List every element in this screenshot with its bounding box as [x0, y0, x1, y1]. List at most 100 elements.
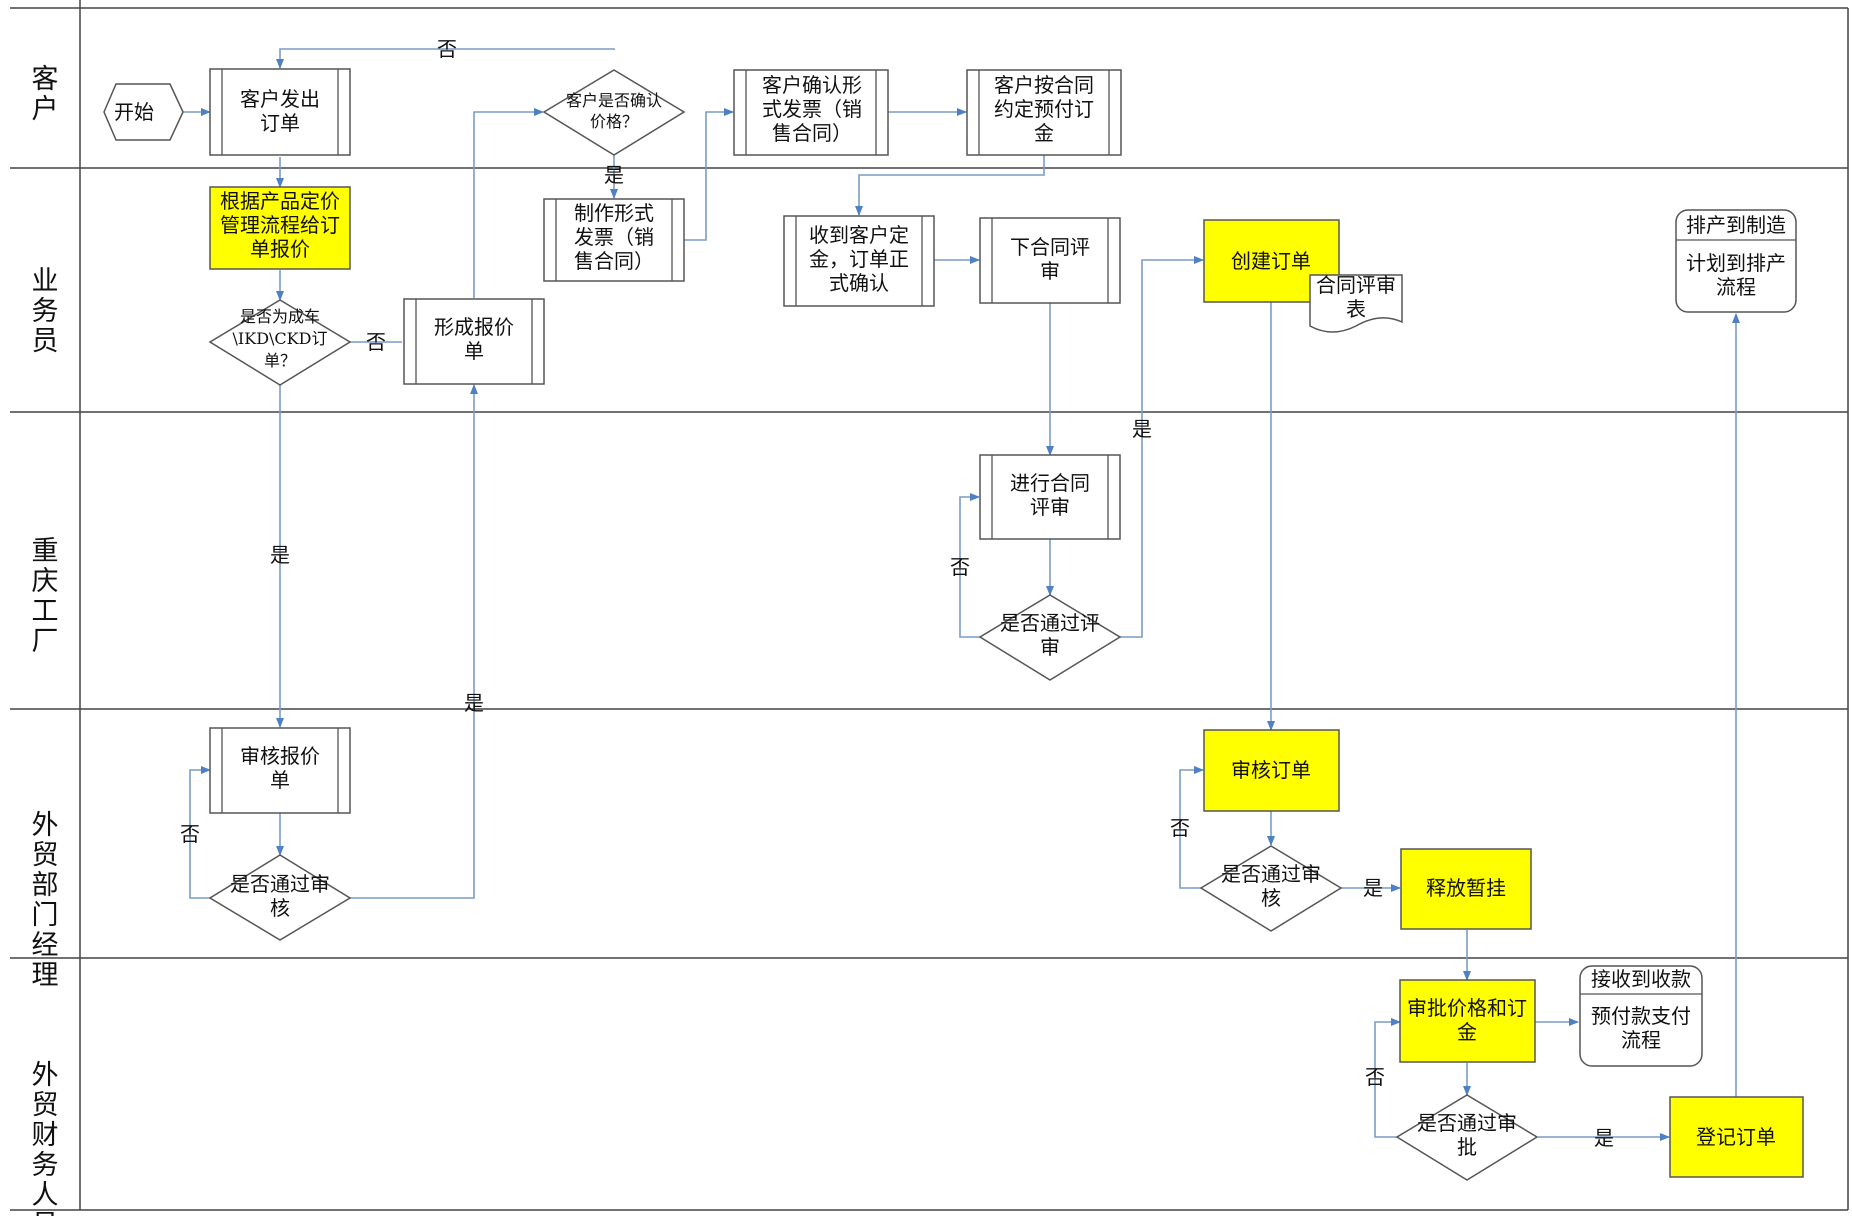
contract-review-issue-node [979, 217, 1121, 304]
is-ckd-label: 是否为成车\IKD\CKD订单？ [233, 307, 328, 370]
register-order-node [1669, 1096, 1804, 1178]
receive-payment-node [1579, 965, 1703, 1067]
lane-title-salesperson-line: 业 [32, 266, 59, 297]
review-quote-label-line: 单 [270, 768, 290, 792]
quote-by-pricing-label-line: 管理流程给订 [220, 213, 340, 237]
edge-label-yes-is-ckd: 是 [270, 543, 290, 567]
review-passed-decision [978, 594, 1122, 681]
lane-title-customer-line: 客 [32, 64, 59, 95]
lane-title-trade-finance-line: 财 [32, 1120, 59, 1151]
lane-title-trade-finance-line: 人 [32, 1180, 59, 1211]
edge-label-no-review-passed: 否 [950, 555, 970, 579]
lane-title-chongqing-factory: 重庆工厂 [32, 536, 59, 657]
edge-label-no-approval-passed: 否 [1365, 1065, 1385, 1089]
approval-passed-decision [1395, 1094, 1539, 1181]
is-ckd-decision [208, 299, 352, 386]
quote-by-pricing-label-line: 单报价 [250, 237, 310, 261]
approval-passed-label: 是否通过审批 [1417, 1111, 1517, 1159]
is-ckd-label-line: \IKD\CKD订 [233, 329, 328, 348]
lane-title-trade-finance: 外贸财务人员 [32, 1060, 59, 1216]
customer-order-label: 客户发出订单 [240, 87, 320, 135]
edge-label-no-confirm-price: 否 [437, 37, 457, 61]
order-passed-decision [1199, 845, 1343, 932]
do-contract-review-node [979, 454, 1121, 540]
quote-passed-label-line: 核 [270, 896, 290, 920]
quote-passed-label-line: 是否通过审 [230, 872, 330, 896]
lane-title-salesperson-line: 员 [32, 326, 59, 357]
lane-title-trade-finance-line: 贸 [32, 1090, 59, 1121]
receive-payment-body-label-line: 预付款支付 [1591, 1004, 1691, 1028]
customer-order-node [209, 68, 351, 156]
create-order-label-line: 创建订单 [1231, 249, 1311, 273]
review-quote-label-line: 审核报价 [240, 744, 320, 768]
lane-title-trade-manager-line: 部 [32, 870, 59, 901]
customer-prepay-label-line: 客户按合同 [994, 73, 1094, 97]
customer-prepay-label: 客户按合同约定预付订金 [994, 73, 1094, 145]
lane-title-trade-manager-line: 经 [32, 930, 59, 961]
confirm-price-label: 客户是否确认价格？ [566, 91, 662, 131]
confirm-price-label-line: 价格？ [590, 112, 638, 131]
lane-title-trade-finance-line: 员 [32, 1210, 59, 1216]
customer-confirm-invoice-label-line: 式发票（销 [762, 97, 862, 121]
start-label-line: 开始 [114, 100, 154, 124]
make-invoice-label-line: 售合同） [574, 249, 654, 273]
lane-title-trade-finance-line: 务 [32, 1150, 59, 1181]
review-passed-label: 是否通过评审 [1000, 611, 1100, 659]
schedule-body-label-line: 计划到排产 [1686, 251, 1786, 275]
contract-review-issue-label-line: 审 [1040, 259, 1060, 283]
make-invoice-node [543, 198, 685, 282]
is-ckd-label-line: 是否为成车 [240, 307, 320, 326]
lane-title-chongqing-factory-line: 庆 [32, 566, 59, 597]
order-passed-label-line: 核 [1261, 886, 1281, 910]
release-hold-label-line: 释放暂挂 [1426, 876, 1506, 900]
form-quote-label-line: 形成报价 [434, 315, 514, 339]
review-order-label: 审核订单 [1231, 758, 1311, 782]
start-node [103, 83, 184, 141]
receive-deposit-label-line: 金，订单正 [809, 247, 909, 271]
review-passed-label-line: 是否通过评 [1000, 611, 1100, 635]
receive-deposit-label-line: 收到客户定 [809, 223, 909, 247]
review-passed-label-line: 审 [1040, 635, 1060, 659]
edge-label-yes-review-passed: 是 [1132, 417, 1152, 441]
receive-payment-body-label-line: 流程 [1621, 1028, 1661, 1052]
register-order-label: 登记订单 [1696, 1125, 1776, 1149]
order-passed-label: 是否通过审核 [1221, 862, 1321, 910]
contract-review-issue-label-line: 下合同评 [1010, 235, 1090, 259]
lane-title-trade-manager-line: 理 [32, 960, 59, 991]
quote-passed-decision [208, 854, 352, 941]
customer-prepay-node [966, 69, 1122, 156]
edge-label-yes-order-passed: 是 [1363, 876, 1383, 900]
lane-title-salesperson: 业务员 [32, 266, 59, 357]
approve-price-node [1399, 979, 1536, 1063]
customer-order-label-line: 客户发出 [240, 87, 320, 111]
customer-confirm-invoice-label-line: 客户确认形 [762, 73, 862, 97]
quote-by-pricing-label: 根据产品定价管理流程给订单报价 [220, 189, 340, 261]
contract-review-form-label-line: 合同评审 [1316, 273, 1396, 297]
approval-passed-label-line: 批 [1457, 1135, 1477, 1159]
lane-title-chongqing-factory-line: 重 [32, 536, 59, 567]
receive-deposit-label-line: 式确认 [829, 271, 889, 295]
form-quote-label: 形成报价单 [434, 315, 514, 363]
customer-confirm-invoice-label-line: 售合同） [772, 121, 852, 145]
lane-title-trade-manager-line: 贸 [32, 840, 59, 871]
schedule-body-label: 计划到排产流程 [1686, 251, 1786, 299]
receive-payment-header-label: 接收到收款 [1591, 967, 1691, 991]
receive-deposit-node [783, 215, 935, 307]
edge-label-no-quote-passed: 否 [180, 822, 200, 846]
form-quote-label-line: 单 [464, 339, 484, 363]
start-label: 开始 [114, 100, 154, 124]
release-hold-node [1400, 848, 1532, 930]
customer-confirm-invoice-node [733, 69, 889, 156]
form-quote-node [403, 298, 545, 385]
customer-order-label-line: 订单 [260, 111, 300, 135]
contract-review-form-label-line: 表 [1346, 297, 1366, 321]
confirm-price-label-line: 客户是否确认 [566, 91, 662, 110]
contract-review-form-document [1309, 274, 1403, 333]
lane-title-chongqing-factory-line: 工 [32, 596, 59, 627]
receive-deposit-label: 收到客户定金，订单正式确认 [809, 223, 909, 295]
review-order-label-line: 审核订单 [1231, 758, 1311, 782]
review-quote-label: 审核报价单 [240, 744, 320, 792]
receive-payment-header-label-line: 接收到收款 [1591, 967, 1691, 991]
quote-by-pricing-label-line: 根据产品定价 [220, 189, 340, 213]
